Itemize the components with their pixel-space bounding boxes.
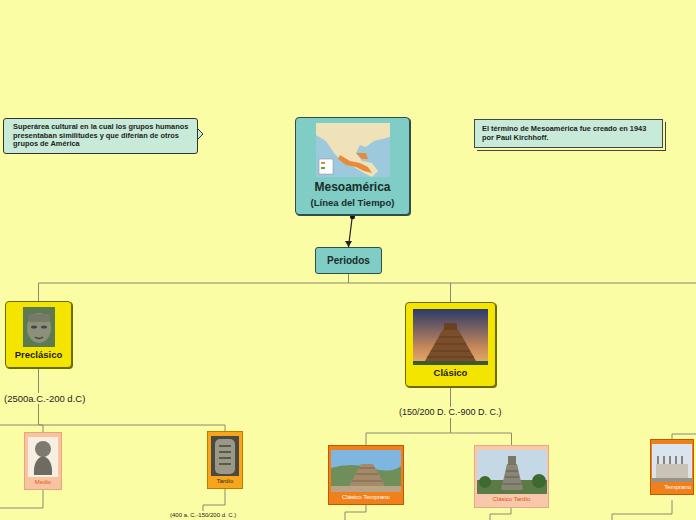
mind-map-node: Medio xyxy=(24,432,62,490)
node-text: Clásico Temprano xyxy=(329,494,403,501)
branch-line xyxy=(450,283,696,284)
node-text: Mesoamérica xyxy=(296,180,409,195)
node-text: Clásico Tardío xyxy=(475,496,548,503)
mind-map-node: Superárea cultural en la cual los grupos… xyxy=(3,118,198,154)
connector xyxy=(39,274,349,302)
period-date: (2500a.C.-200 d.C) xyxy=(2,393,87,404)
mind-map-node: Preclásico xyxy=(5,301,72,368)
node-text: (Línea del Tiempo) xyxy=(296,195,409,209)
node-text: Medio xyxy=(25,479,61,486)
node-text: Periodos xyxy=(316,255,381,267)
connector xyxy=(349,274,451,303)
branch-line xyxy=(612,500,672,520)
connector xyxy=(345,214,355,247)
mind-map-node: Tardío xyxy=(207,431,243,489)
mind-map-node: Clásico xyxy=(405,302,496,387)
mind-map-node: El término de Mesoamérica fue creado en … xyxy=(474,119,663,148)
branch-line xyxy=(203,488,225,511)
node-text: Superárea cultural en la cual los grupos… xyxy=(13,123,190,149)
period-date: (150/200 D. C.-900 D. C.) xyxy=(397,407,504,418)
mind-map-node: Clásico Tardío xyxy=(474,445,549,508)
mind-map-node: Temprano xyxy=(650,439,694,495)
node-text: Tardío xyxy=(208,478,242,485)
branch-line xyxy=(0,489,43,508)
period-date: (400 a. C.-150/200 d. C.) xyxy=(168,512,238,519)
mind-map-node: Periodos xyxy=(315,247,382,274)
mind-map-node: Mesoamérica(Línea del Tiempo) xyxy=(295,117,410,215)
branch-line xyxy=(0,425,38,426)
node-text: Preclásico xyxy=(6,350,71,361)
mind-map-node: Clásico Temprano xyxy=(328,445,404,505)
node-text: El término de Mesoamérica fue creado en … xyxy=(482,125,655,142)
node-text: Clásico xyxy=(406,368,495,379)
node-text: Temprano xyxy=(651,484,693,491)
